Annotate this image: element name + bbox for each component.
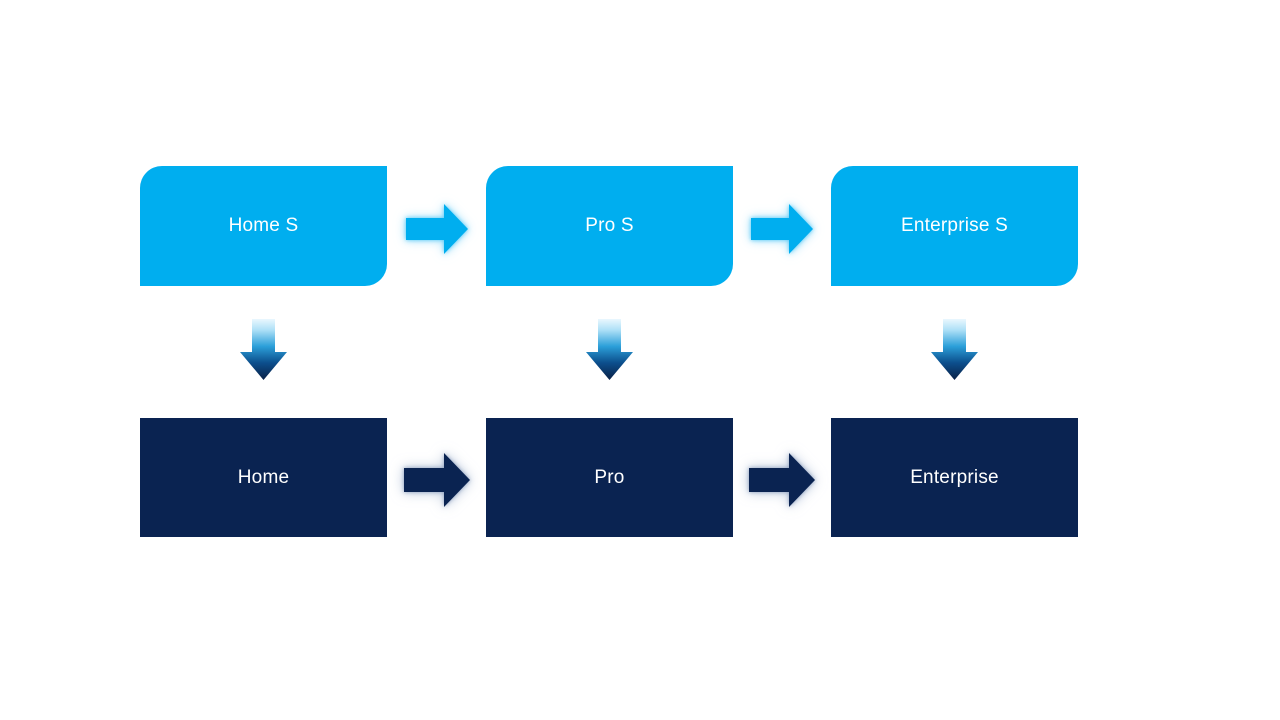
node-home-label: Home: [237, 466, 290, 488]
down-arrow-icon-enterprise: [931, 319, 978, 380]
right-arrow-icon-bottom-1: [404, 453, 470, 507]
node-home-s: Home S: [140, 166, 387, 286]
down-arrow-icon-pro: [586, 319, 633, 380]
node-pro-label: Pro: [594, 466, 625, 488]
right-arrow-icon-bottom-2: [749, 453, 815, 507]
node-pro-s: Pro S: [486, 166, 733, 286]
node-home: Home: [140, 418, 387, 537]
down-arrow-icon-home: [240, 319, 287, 380]
node-enterprise-s-label: Enterprise S: [901, 215, 1008, 236]
node-home-s-label: Home S: [228, 215, 299, 236]
node-enterprise: Enterprise: [831, 418, 1078, 537]
right-arrow-icon-top-1: [406, 204, 468, 254]
node-enterprise-label: Enterprise: [910, 466, 999, 488]
node-pro-s-label: Pro S: [585, 215, 634, 236]
node-enterprise-s: Enterprise S: [831, 166, 1078, 286]
node-pro: Pro: [486, 418, 733, 537]
right-arrow-icon-top-2: [751, 204, 813, 254]
